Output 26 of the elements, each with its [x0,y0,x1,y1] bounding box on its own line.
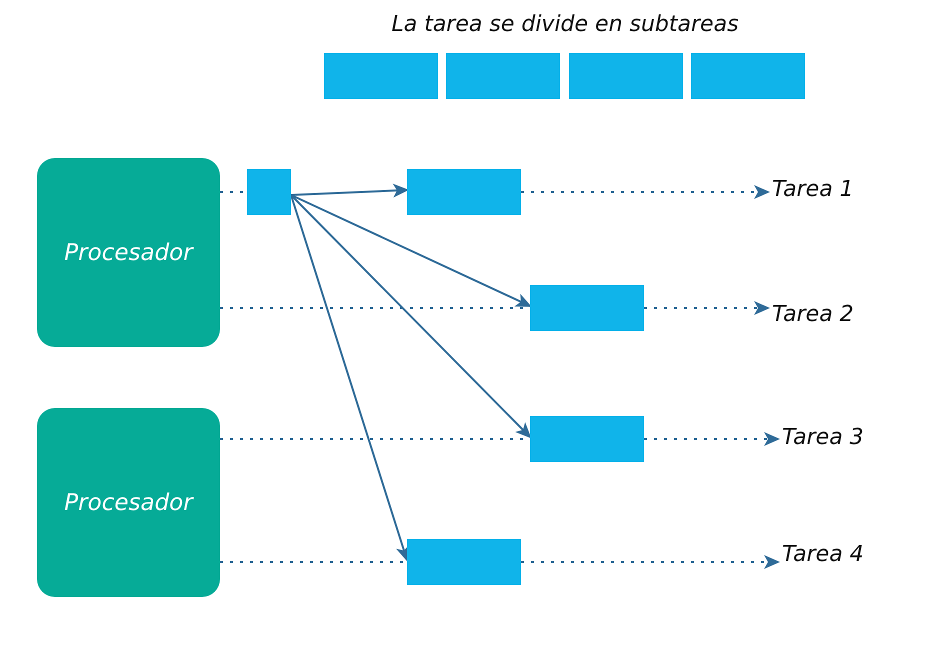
subtask-block [691,53,805,99]
arrow [644,432,780,446]
arrow [644,301,770,315]
arrow [290,194,410,562]
subtask-block [569,53,683,99]
task-label: Tarea 3 [782,425,864,450]
task-block [530,416,644,462]
task-label: Tarea 1 [772,177,854,202]
task-block [407,539,521,585]
diagram-title: La tarea se divide en subtareas [390,12,740,37]
processor-box [37,408,220,597]
subtask-block [324,53,438,99]
task-label: Tarea 2 [772,302,854,327]
processor-box [37,158,220,347]
arrow [521,185,770,199]
arrow [521,555,780,569]
task-block [247,169,291,215]
arrow [290,194,532,307]
task-block [530,285,644,331]
processor-label: Procesador [64,490,193,516]
arrow [290,184,409,198]
task-block [407,169,521,215]
subtask-block [446,53,560,99]
arrow [290,194,532,438]
task-label: Tarea 4 [782,542,864,567]
processor-label: Procesador [64,240,193,266]
